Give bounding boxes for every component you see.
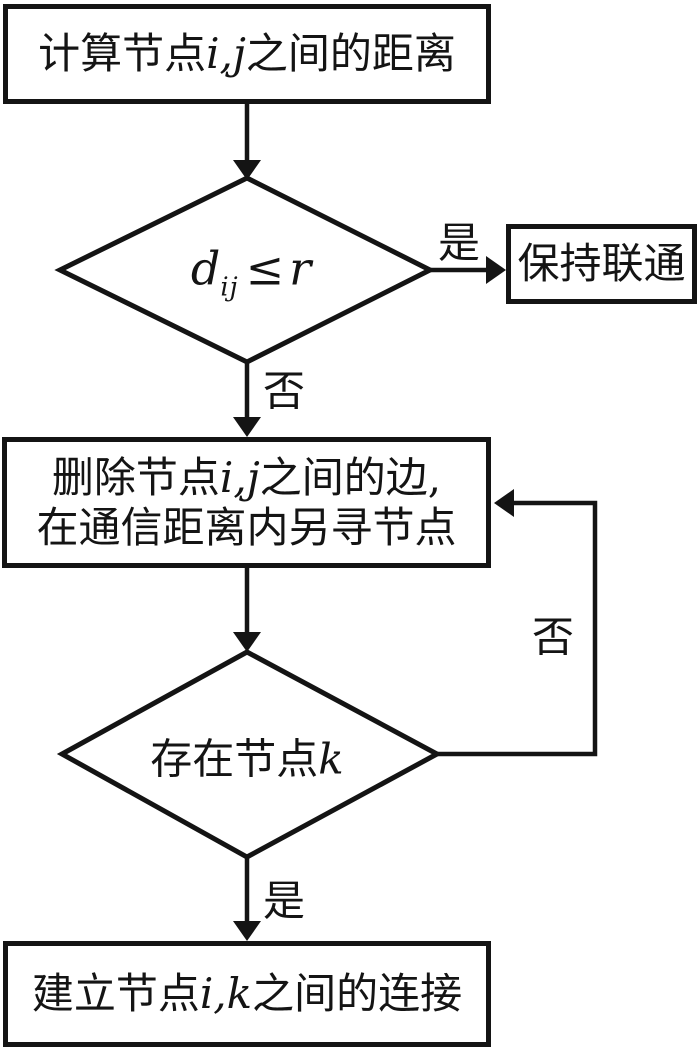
text-run: 之间的连接: [252, 969, 463, 1019]
math-var: k: [318, 734, 344, 784]
node-calc-distance-text: 计算节点i,j之间的距离: [8, 29, 486, 79]
text-run: 建立节点: [31, 969, 200, 1019]
text-run: 之间的距离: [245, 29, 456, 79]
arrowhead-remove-to-decision2: [233, 632, 261, 652]
text-run: 删除节点: [51, 452, 220, 502]
arrowhead-decision2-to-establish: [233, 921, 261, 941]
arrowhead-decision1-to-remove: [233, 417, 261, 437]
arrowhead-decision1-to-keep: [486, 256, 506, 284]
decision1-condition: dij≤r: [191, 242, 311, 303]
text-run: 计算节点: [38, 29, 207, 79]
node-establish-connection-text: 建立节点i,k之间的连接: [8, 969, 486, 1019]
math-var: i,j: [206, 29, 246, 79]
node-keep-connected: 保持联通: [506, 224, 697, 304]
arrowhead-calc-to-decision1: [233, 160, 261, 180]
math-var: r: [289, 241, 312, 296]
decision2-no-label: 否: [531, 612, 575, 662]
node-remove-edge-text: 删除节点i,j之间的边, 在通信距离内另寻节点: [7, 453, 486, 552]
math-operator: ≤: [245, 241, 285, 296]
decision1-no-label: 否: [262, 366, 306, 416]
math-var: i,j: [219, 452, 260, 502]
text-run: 之间的边,: [259, 452, 442, 502]
decision1-yes-label: 是: [437, 218, 481, 268]
feedback-decision2-to-remove: [437, 500, 598, 757]
math-var: i,k: [199, 969, 253, 1019]
decision2-condition: 存在节点k: [150, 726, 343, 787]
node-remove-edge: 删除节点i,j之间的边, 在通信距离内另寻节点: [2, 437, 491, 568]
math-var: d: [190, 241, 221, 296]
node-calc-distance: 计算节点i,j之间的距离: [3, 4, 491, 104]
decision2-yes-label: 是: [262, 876, 306, 926]
math-var: ij: [220, 272, 239, 303]
text-run: 保持联通: [517, 239, 686, 289]
node-establish-connection: 建立节点i,k之间的连接: [3, 941, 491, 1047]
node-keep-connected-text: 保持联通: [511, 239, 692, 289]
node-remove-edge-line1: 删除节点i,j之间的边,: [7, 453, 486, 503]
text-run: 存在节点: [150, 734, 319, 784]
arrowhead-feedback-to-remove: [494, 489, 514, 517]
text-run: 在通信距离内另寻节点: [36, 502, 457, 552]
node-remove-edge-line2: 在通信距离内另寻节点: [7, 503, 486, 553]
